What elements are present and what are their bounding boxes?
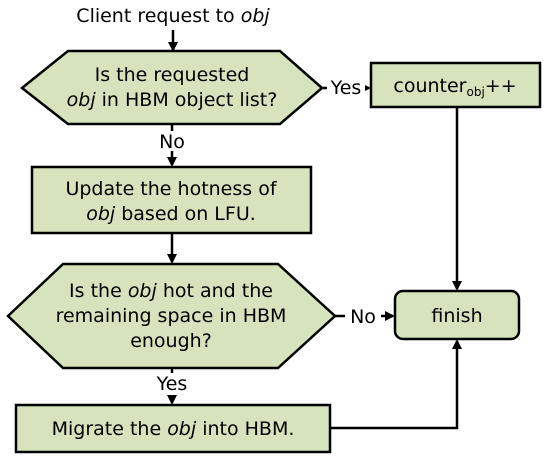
migrate-to-finish-edge: [330, 339, 462, 430]
decision-in-object-list-line2: obj in HBM object list?: [67, 89, 278, 111]
counter-label: counterobj++: [393, 75, 516, 99]
no-label-bg: [155, 131, 191, 151]
update-hotness-box: [30, 165, 313, 235]
counter-box: [369, 61, 542, 109]
migrate-label: Migrate the obj into HBM.: [52, 418, 295, 440]
yes-label-2: Yes: [156, 373, 188, 395]
decision-hot-line3: enough?: [130, 330, 212, 352]
no-label-2-bg: [345, 305, 381, 327]
decision-in-object-list: [19, 49, 324, 126]
no-label-2: No: [350, 306, 376, 328]
no-label-1: No: [159, 131, 185, 153]
update-hotness-line1: Update the hotness of: [65, 178, 277, 200]
yes-label-1: Yes: [330, 77, 362, 99]
decision-hot-line2: remaining space in HBM: [56, 305, 287, 327]
start-label: Client request to obj: [76, 5, 270, 27]
yes-label-2-bg: [150, 373, 194, 395]
update-hotness-line2: obj based on LFU.: [86, 203, 256, 225]
decision-in-object-list-line1: Is the requested: [95, 64, 250, 86]
migrate-box: [14, 403, 332, 454]
decision-hot-line1: Is the obj hot and the: [69, 280, 273, 302]
finish-label: finish: [431, 305, 482, 327]
yes-label-bg: [327, 76, 365, 98]
